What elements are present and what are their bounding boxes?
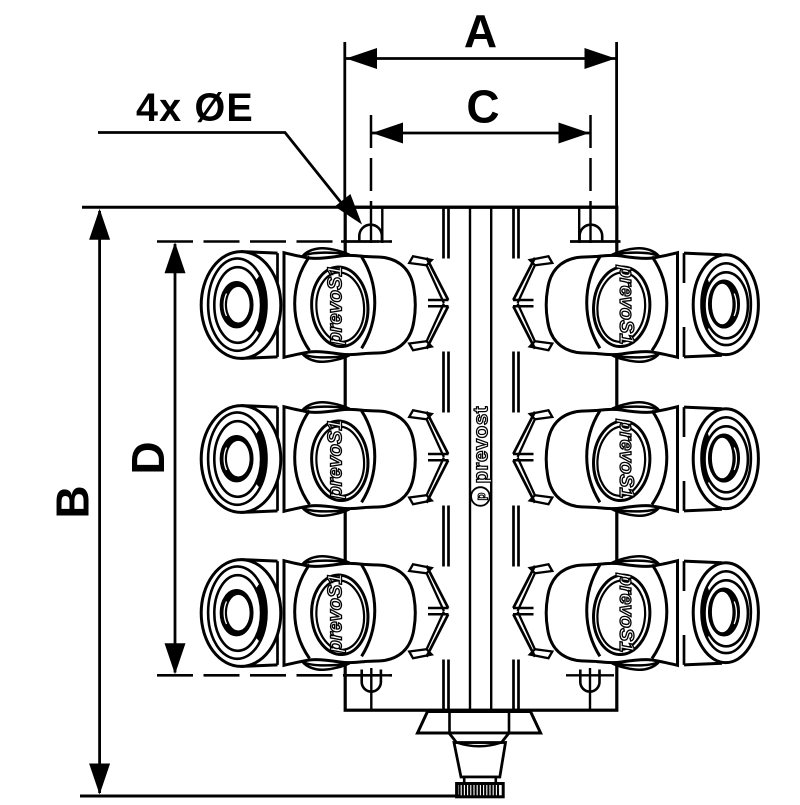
svg-text:A: A [464, 5, 497, 57]
svg-text:prevoS1: prevoS1 [615, 265, 637, 345]
svg-text:B: B [47, 485, 99, 518]
svg-text:4x ØE: 4x ØE [136, 86, 254, 130]
svg-text:prevoS1: prevoS1 [615, 419, 637, 499]
svg-text:C: C [466, 81, 499, 133]
svg-text:prevoS1: prevoS1 [325, 420, 347, 500]
svg-text:p: p [473, 492, 488, 500]
svg-text:prevoS1: prevoS1 [325, 266, 347, 346]
svg-text:prevoS1: prevoS1 [615, 573, 637, 653]
svg-text:prevost: prevost [469, 406, 492, 484]
svg-text:D: D [122, 441, 174, 474]
svg-text:prevoS1: prevoS1 [325, 574, 347, 654]
